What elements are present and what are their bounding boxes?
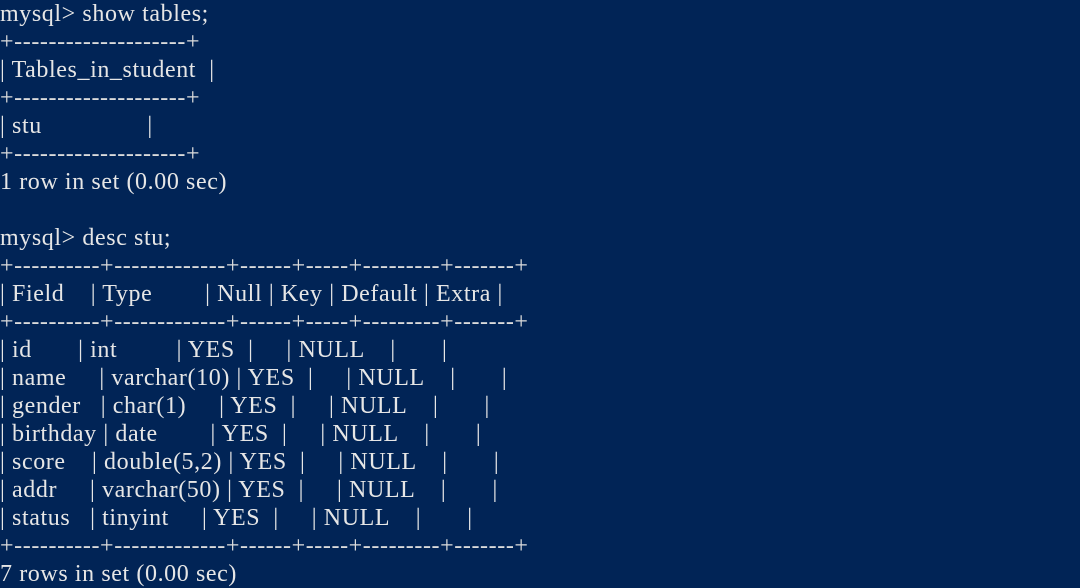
table-row: | score | double(5,2) | YES | | NULL | | — [0, 449, 500, 475]
table-header-row: | Field | Type | Null | Key | Default | … — [0, 281, 503, 307]
table-border-bottom: +--------------------+ — [0, 141, 201, 167]
table-row: | status | tinyint | YES | | NULL | | — [0, 505, 473, 531]
table-row: | id | int | YES | | NULL | | — [0, 337, 448, 363]
table-header-row: | Tables_in_student | — [0, 57, 215, 83]
table-row: | gender | char(1) | YES | | NULL | | — [0, 393, 490, 419]
table-row: | stu | — [0, 113, 153, 139]
table-border-top: +--------------------+ — [0, 29, 201, 55]
prompt-desc-stu: mysql> desc stu; — [0, 225, 172, 251]
table-row: | addr | varchar(50) | YES | | NULL | | — [0, 477, 498, 503]
table-border: +--------------------+ — [0, 85, 201, 111]
table-border-top: +----------+-------------+------+-----+-… — [0, 253, 529, 279]
table-border-bottom: +----------+-------------+------+-----+-… — [0, 533, 529, 559]
table-row: | name | varchar(10) | YES | | NULL | | — [0, 365, 508, 391]
table-border: +----------+-------------+------+-----+-… — [0, 309, 529, 335]
table-row: | birthday | date | YES | | NULL | | — [0, 421, 482, 447]
result-summary: 1 row in set (0.00 sec) — [0, 169, 228, 195]
prompt-show-tables: mysql> show tables; — [0, 1, 209, 27]
result-summary: 7 rows in set (0.00 sec) — [0, 561, 238, 587]
